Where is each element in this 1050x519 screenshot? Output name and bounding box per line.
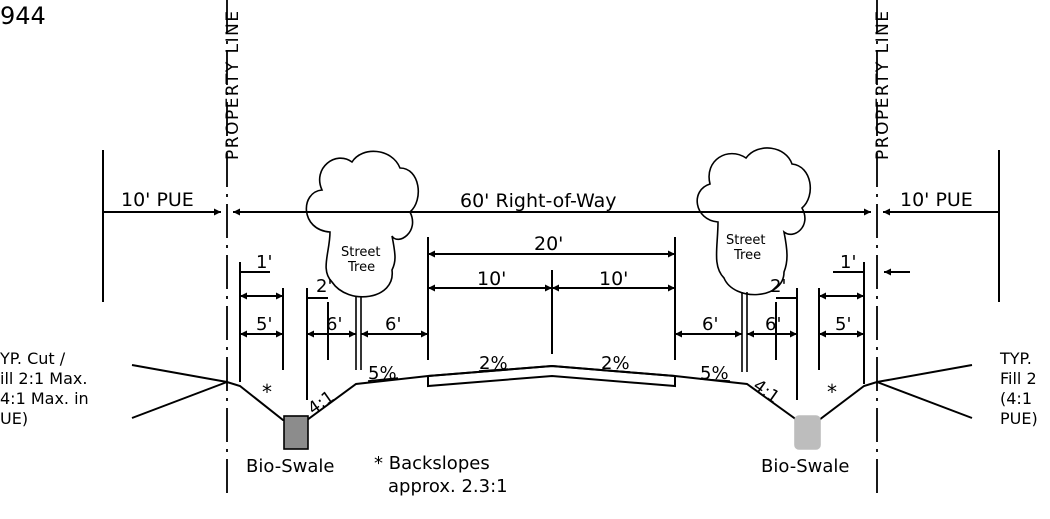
slope-curb-right-underline — [699, 378, 731, 382]
bio-swale-label-right: Bio-Swale — [761, 456, 849, 477]
dim-5ft-right-label: 5' — [835, 314, 851, 335]
tree-label-right-2: Tree — [733, 248, 761, 263]
bio-swale-label-left: Bio-Swale — [246, 456, 334, 477]
lane-total-label: 20' — [534, 233, 563, 255]
asterisk-left: * — [262, 380, 272, 404]
left-side-note: YP. Cut / ill 2:1 Max. 4:1 Max. in UE) — [0, 349, 89, 428]
dim-2ft-left-label: 2' — [316, 276, 332, 297]
dim-6ft-left-a-label: 6' — [326, 314, 342, 335]
dim-1ft-right-label: 1' — [840, 252, 856, 273]
corner-text: 944 — [0, 2, 46, 30]
right-note-line-3: (4:1 — [1000, 389, 1032, 408]
property-line-label-right: PROPERTY LINE — [873, 9, 893, 160]
backslope-note-line2: approx. 2.3:1 — [388, 476, 508, 497]
slope-lane-left-underline — [478, 368, 509, 372]
left-note-line-4: UE) — [0, 409, 28, 428]
roadway-surface-bottom — [427, 374, 676, 388]
asterisk-right: * — [827, 380, 837, 404]
right-side-note: TYP. Fill 2 (4:1 PUE) — [999, 349, 1038, 428]
right-note-line-4: PUE) — [1000, 409, 1038, 428]
slope-curb-left-underline — [367, 377, 399, 382]
tree-label-right-1: Street — [726, 233, 766, 248]
dim-1ft-left-label: 1' — [256, 252, 272, 273]
left-note-line-2: ill 2:1 Max. — [0, 369, 87, 388]
slope-swale-right: 4:1 — [749, 376, 783, 408]
dim-6ft-right-a-label: 6' — [765, 314, 781, 335]
pue-label-right: 10' PUE — [900, 189, 973, 211]
slope-lane-right: 2% — [601, 353, 630, 374]
dim-6ft-right-b-label: 6' — [702, 314, 718, 335]
ground-profile — [131, 364, 973, 421]
left-note-line-1: YP. Cut / — [0, 349, 66, 368]
roadway-surface-top — [427, 364, 676, 377]
dim-2ft-right-label: 2' — [770, 276, 786, 297]
right-note-line-1: TYP. — [999, 349, 1032, 368]
street-tree-right: Street Tree — [696, 147, 811, 372]
property-line-label-left: PROPERTY LINE — [223, 9, 243, 160]
backslope-note-line1: * Backslopes — [374, 453, 490, 474]
row-label: 60' Right-of-Way — [460, 190, 617, 212]
lane-half-label-left: 10' — [477, 268, 506, 290]
tree-label-left-2: Tree — [347, 260, 375, 275]
slope-swale-left: 4:1 — [304, 387, 338, 419]
bio-swale-right — [794, 415, 821, 450]
grade-line-left — [131, 381, 228, 419]
right-note-line-2: Fill 2 — [1000, 369, 1037, 388]
dim-6ft-left-b-label: 6' — [385, 314, 401, 335]
dim-5ft-left-label: 5' — [256, 314, 272, 335]
slope-lane-right-underline — [600, 369, 631, 373]
grade-line-right — [876, 381, 973, 419]
tree-canopy-right — [696, 147, 811, 296]
lane-half-label-right: 10' — [599, 268, 628, 290]
street-tree-left: Street Tree — [305, 150, 419, 370]
pue-label-left: 10' PUE — [121, 189, 194, 211]
tree-label-left-1: Street — [341, 245, 381, 260]
left-note-line-3: 4:1 Max. in — [0, 389, 89, 408]
bio-swale-left — [283, 415, 309, 450]
